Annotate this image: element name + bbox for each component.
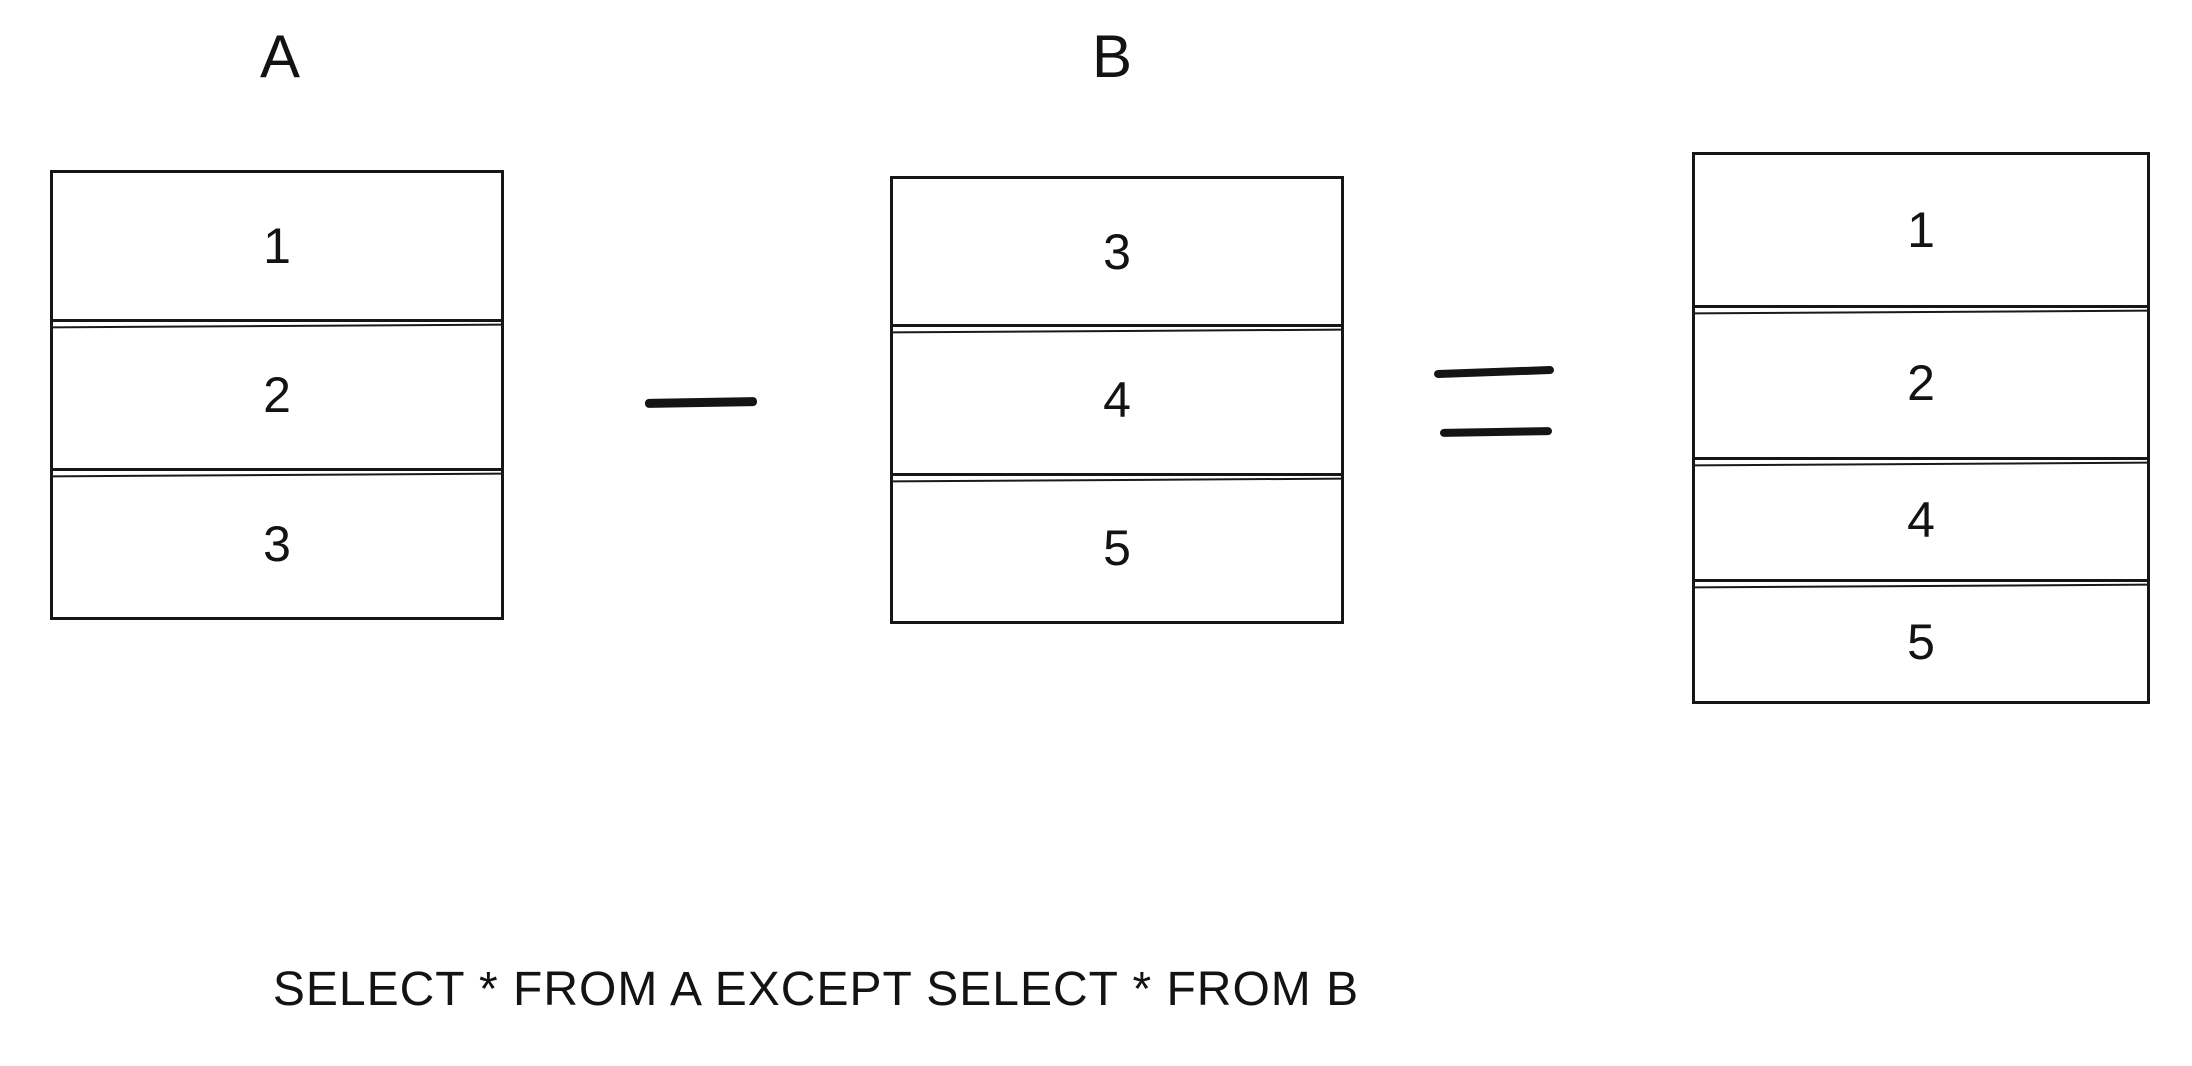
result-table-cell: 5: [1907, 613, 1935, 670]
table-b-cell: 3: [1103, 223, 1131, 280]
table-b-row: 4: [893, 324, 1341, 472]
equals-operator-icon: [1433, 365, 1555, 379]
table-a-row: 3: [53, 468, 501, 617]
sql-caption-text: SELECT * FROM A EXCEPT SELECT * FROM B: [272, 963, 1360, 1016]
table-a-cell: 2: [263, 367, 291, 423]
table-a: 1 2 3: [50, 170, 504, 620]
result-table: 1 2 4 5: [1692, 152, 2150, 704]
result-table-cell: 4: [1907, 491, 1935, 548]
result-table-row: 5: [1695, 579, 2147, 701]
table-a-cell: 3: [263, 516, 291, 572]
table-a-cell: 1: [263, 218, 291, 274]
result-table-cell: 1: [1907, 201, 1935, 258]
table-b-cell: 5: [1103, 520, 1131, 577]
sql-caption: SELECT * FROM A EXCEPT SELECT * FROM B: [0, 962, 2192, 1017]
equals-operator-icon: [1439, 427, 1553, 437]
minus-operator-icon: [644, 397, 758, 408]
result-table-cell: 2: [1907, 354, 1935, 411]
result-table-row: 4: [1695, 457, 2147, 579]
result-table-row: 2: [1695, 304, 2147, 458]
table-b-row: 5: [893, 472, 1341, 621]
table-b: 3 4 5: [890, 176, 1344, 624]
table-b-cell: 4: [1103, 371, 1131, 428]
table-a-row: 1: [53, 173, 501, 319]
table-b-row: 3: [893, 179, 1341, 324]
table-a-row: 2: [53, 319, 501, 468]
table-a-label: A: [259, 23, 301, 90]
table-b-label: B: [1091, 23, 1133, 90]
result-table-row: 1: [1695, 155, 2147, 305]
